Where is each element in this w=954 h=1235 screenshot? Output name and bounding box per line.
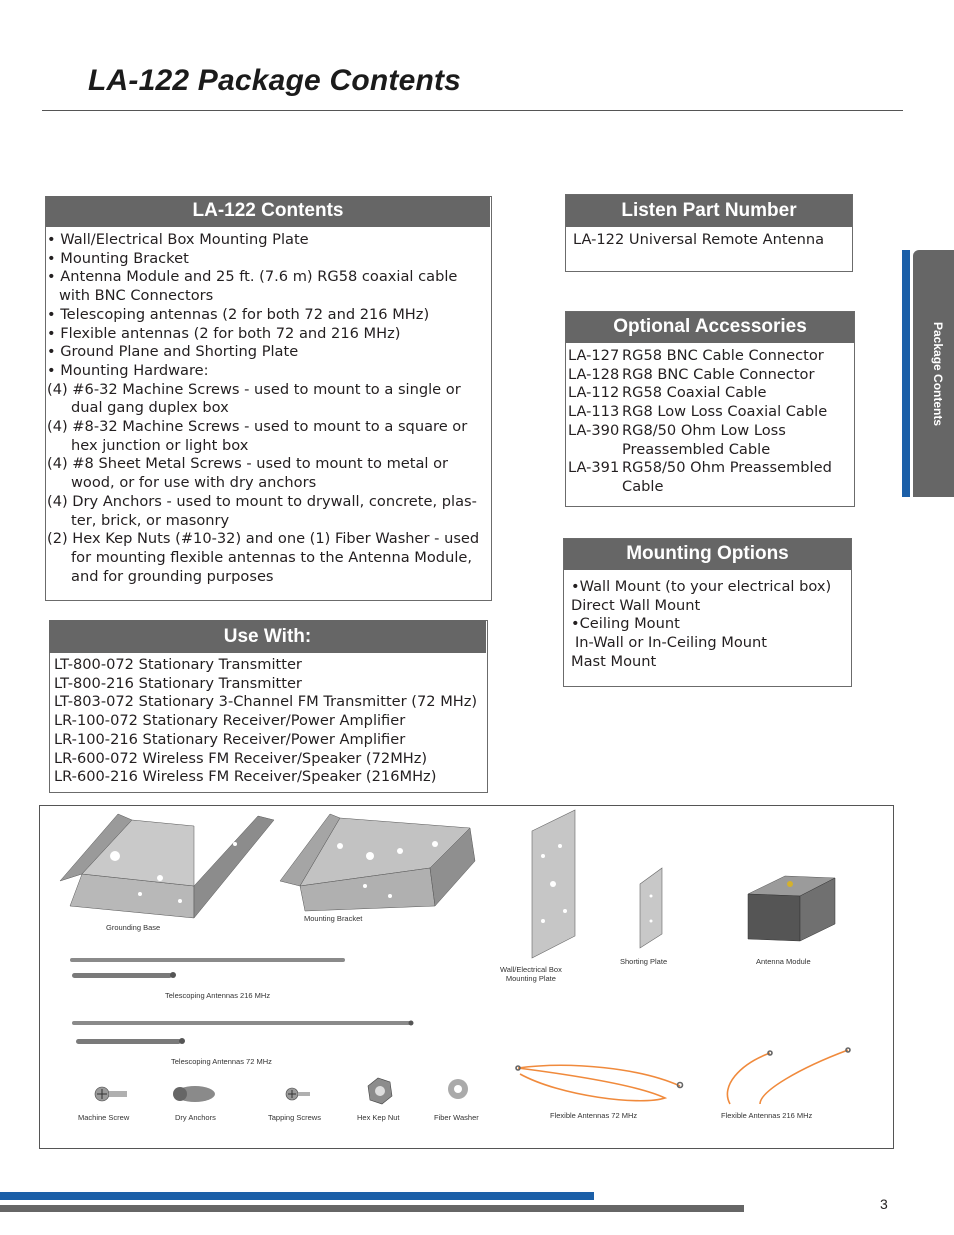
list-item: LR-100-216 Stationary Receiver/Power Amp… [54,730,406,748]
list-item: • Telescoping antennas (2 for both 72 an… [47,305,430,323]
tapping-screws-image [285,1087,310,1101]
footer-gray-bar [0,1205,744,1212]
mounting-bracket-image [279,813,476,912]
use-with-heading: Use With: [49,620,486,653]
list-item: and for grounding purposes [71,567,274,585]
flexible-antennas-216-image [726,1047,851,1105]
list-item: for mounting flexible antennas to the An… [71,548,472,566]
list-item: Preassembled Cable [622,440,771,458]
list-item: Cable [622,477,664,495]
accessories-box [565,311,855,507]
caption-flexible-216: Flexible Antennas 216 MHz [721,1111,813,1120]
list-item: • Flexible antennas (2 for both 72 and 2… [47,324,401,342]
list-item: (4) #8-32 Machine Screws - used to mount… [47,418,468,436]
caption-fiber-washer: Fiber Washer [434,1113,479,1122]
list-item: •Ceiling Mount [571,615,680,633]
caption-flexible-72: Flexible Antennas 72 MHz [550,1111,638,1120]
use-with-list: LT-800-072 Stationary Transmitter LT-800… [54,656,477,787]
list-item: LR-100-072 Stationary Receiver/Power Amp… [54,712,406,730]
list-item: LT-800-216 Stationary Transmitter [54,674,302,692]
side-tab-label: Package Contents [931,322,945,427]
list-item: LR-600-072 Wireless FM Receiver/Speaker … [54,749,428,767]
list-item: dual gang duplex box [71,399,229,417]
dry-anchors-image [173,1086,215,1102]
caption-shorting-plate: Shorting Plate [620,957,668,966]
list-item: LT-800-072 Stationary Transmitter [54,656,302,673]
shorting-plate-image [639,867,663,949]
machine-screw-image [94,1086,127,1102]
list-item: with BNC Connectors [59,287,214,305]
caption-mounting-bracket: Mounting Bracket [304,914,363,923]
list-item: • Antenna Module and 25 ft. (7.6 m) RG58… [47,268,458,286]
fiber-washer-image [448,1079,468,1099]
list-item: (4) Dry Anchors - used to mount to drywa… [47,492,477,510]
caption-dry-anchors: Dry Anchors [175,1113,216,1122]
list-item: • Wall/Electrical Box Mounting Plate [47,231,309,248]
list-item: In-Wall or In-Ceiling Mount [575,634,768,652]
wall-plate-image [531,809,576,959]
list-item: •Wall Mount (to your electrical box) [571,578,832,595]
list-item: ter, brick, or masonry [71,511,230,529]
mounting-heading: Mounting Options [564,539,851,570]
parts-illustration: Grounding Base Mounting Bracket Wall/Ele… [39,805,894,1149]
part-number-value: LA-122 Universal Remote Antenna [573,231,825,248]
side-accent-bar [902,250,910,497]
list-item: • Mounting Bracket [47,249,189,267]
caption-wall-plate: Wall/Electrical Box Mounting Plate [500,965,562,983]
list-item: • Mounting Hardware: [47,361,209,379]
caption-antenna-module: Antenna Module [756,957,811,966]
title-rule [42,110,903,111]
list-item: hex junction or light box [71,436,249,454]
list-item: Direct Wall Mount [571,596,701,614]
telescoping-antennas-72-image [72,1020,414,1044]
side-tab[interactable] [913,250,954,497]
caption-tapping-screws: Tapping Screws [268,1113,321,1122]
contents-list: • Wall/Electrical Box Mounting Plate • M… [47,231,479,586]
list-item: Mast Mount [571,652,657,670]
part-number-heading: Listen Part Number [566,195,852,227]
caption-telescoping-72: Telescoping Antennas 72 MHz [171,1057,272,1066]
caption-hex-kep-nut: Hex Kep Nut [357,1113,400,1122]
hex-kep-nut-image [367,1077,393,1105]
caption-grounding-base: Grounding Base [106,923,161,932]
telescoping-antennas-216-image [70,958,345,978]
flexible-antennas-72-image [515,1064,684,1102]
list-item: (2) Hex Kep Nuts (#10-32) and one (1) Fi… [47,530,480,548]
list-item: (4) #8 Sheet Metal Screws - used to moun… [47,455,449,473]
list-item: LT-803-072 Stationary 3-Channel FM Trans… [54,693,478,711]
list-item: (4) #6-32 Machine Screws - used to mount… [47,380,461,398]
contents-box [45,196,492,601]
grounding-base-image [59,813,275,919]
accessories-heading: Optional Accessories [566,312,854,343]
mounting-list: •Wall Mount (to your electrical box) Dir… [571,578,831,672]
page-title: LA-122 Package Contents [88,64,462,97]
footer-blue-bar [0,1192,594,1200]
contents-heading: LA-122 Contents [46,196,490,227]
caption-machine-screw: Machine Screw [78,1113,130,1122]
list-item: • Ground Plane and Shorting Plate [47,343,299,361]
caption-telescoping-216: Telescoping Antennas 216 MHz [165,991,271,1000]
list-item: LR-600-216 Wireless FM Receiver/Speaker … [54,768,437,786]
list-item: wood, or for use with dry anchors [71,474,317,492]
antenna-module-image [747,875,836,942]
page-number: 3 [880,1196,888,1212]
